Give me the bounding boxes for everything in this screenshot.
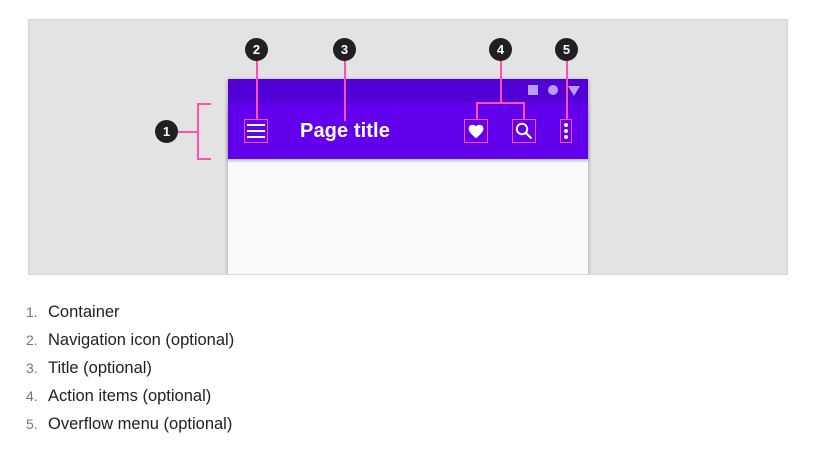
- search-action-button[interactable]: [512, 119, 536, 143]
- home-icon: [548, 85, 558, 95]
- more-vert-icon: [564, 123, 568, 139]
- callout-badge-2: 2: [245, 38, 268, 61]
- signal-icon: [568, 86, 580, 96]
- callout-3-leader: [344, 60, 346, 121]
- phone-screen-mockup: Page title: [228, 79, 588, 274]
- legend-number: 5.: [26, 416, 38, 432]
- legend-text: Overflow menu (optional): [48, 415, 233, 433]
- callout-badge-1: 1: [155, 120, 178, 143]
- callout-badge-4: 4: [489, 38, 512, 61]
- menu-icon: [247, 124, 265, 138]
- callout-1-bracket-bottom: [197, 158, 211, 160]
- legend-text: Container: [48, 303, 120, 321]
- legend-item: 2. Navigation icon (optional): [26, 328, 234, 356]
- navigation-icon-button[interactable]: [244, 119, 268, 143]
- callout-4-bracket-right: [523, 102, 525, 119]
- legend-item: 5. Overflow menu (optional): [26, 412, 234, 440]
- callout-4-bracket-left: [476, 102, 478, 119]
- legend-number: 2.: [26, 332, 38, 348]
- favorite-action-button[interactable]: [464, 119, 488, 143]
- legend-number: 4.: [26, 388, 38, 404]
- search-icon: [515, 122, 533, 140]
- legend-text: Action items (optional): [48, 387, 212, 405]
- legend-item: 3. Title (optional): [26, 356, 234, 384]
- callout-badge-3: 3: [333, 38, 356, 61]
- legend-text: Navigation icon (optional): [48, 331, 235, 349]
- legend-text: Title (optional): [48, 359, 152, 377]
- legend-list: 1. Container 2. Navigation icon (optional)…: [26, 300, 234, 440]
- callout-1-bracket-top: [197, 103, 211, 105]
- legend-number: 3.: [26, 360, 38, 376]
- callout-badge-5: 5: [555, 38, 578, 61]
- overflow-menu-button[interactable]: [560, 119, 572, 143]
- legend-number: 1.: [26, 304, 38, 320]
- callout-4-leader: [500, 60, 502, 103]
- page-title: Page title: [300, 120, 390, 142]
- legend-item: 1. Container: [26, 300, 234, 328]
- diagram-canvas: Page title: [28, 19, 788, 275]
- callout-1-leader: [178, 131, 198, 133]
- heart-icon: [468, 124, 484, 139]
- top-app-bar: Page title: [228, 103, 588, 159]
- recents-icon: [528, 85, 538, 95]
- callout-4-bracket-horizontal: [476, 102, 524, 104]
- callout-5-leader: [566, 60, 568, 119]
- legend-item: 4. Action items (optional): [26, 384, 234, 412]
- callout-2-leader: [256, 60, 258, 119]
- status-bar: [228, 79, 588, 103]
